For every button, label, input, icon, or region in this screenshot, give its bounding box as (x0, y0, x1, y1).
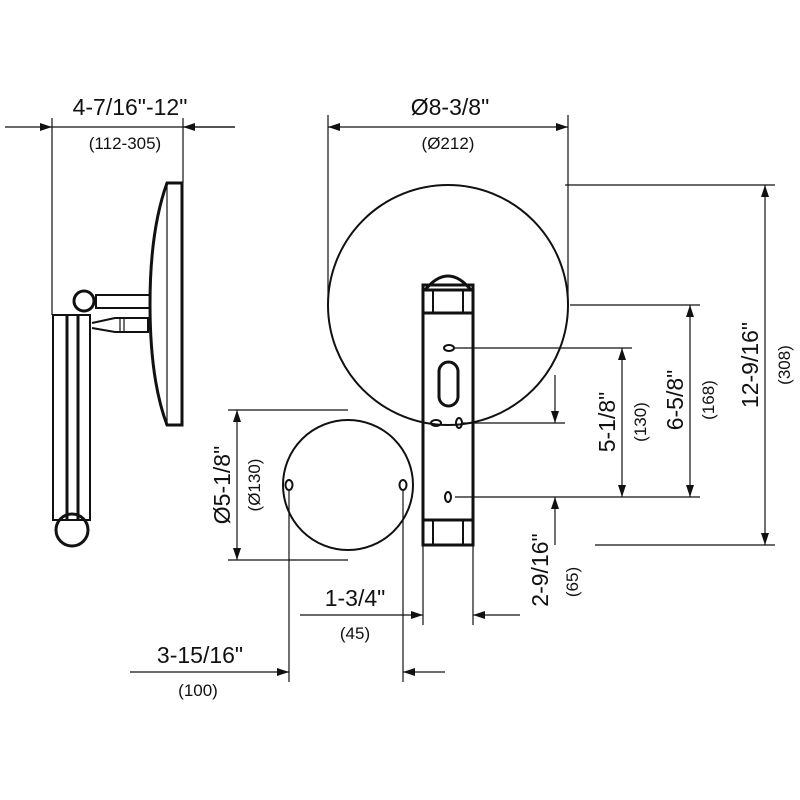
hole-spacing-metric: (130) (631, 402, 650, 442)
vertical-bar (421, 283, 475, 547)
mirror-front (327, 184, 569, 426)
dimension-labels: 4-7/16"-12" (112-305) Ø8-3/8" (Ø212) 12-… (73, 94, 794, 700)
mount-hole (430, 419, 442, 427)
swing-arm (95, 294, 151, 309)
middle-hole-metric: (65) (563, 567, 582, 597)
plate-diameter-imperial: Ø5-1/8" (209, 446, 235, 524)
bottom-joint (54, 512, 90, 548)
overall-height-metric: (308) (775, 345, 794, 385)
hole-spacing-imperial: 5-1/8" (594, 392, 620, 453)
projection-imperial: 4-7/16"-12" (73, 94, 188, 120)
slot (437, 360, 460, 408)
plate-holes-imperial: 3-15/16" (157, 642, 243, 668)
side-view (52, 181, 184, 548)
mirror-diameter-imperial: Ø8-3/8" (411, 94, 489, 120)
plate-hole (284, 479, 294, 491)
bar-width-imperial: 1-3/4" (325, 585, 386, 611)
plate-holes-metric: (100) (178, 681, 218, 700)
cable-connector (91, 317, 149, 333)
dimension-lines (5, 115, 775, 682)
wall-bar-side (52, 314, 91, 521)
center-height-metric: (168) (699, 380, 718, 420)
bar-width-metric: (45) (340, 624, 370, 643)
mount-hole-top (443, 344, 455, 352)
wall-plate (282, 419, 414, 551)
overall-height-imperial: 12-9/16" (737, 322, 763, 408)
plate-diameter-metric: (Ø130) (245, 459, 264, 512)
projection-metric: (112-305) (89, 134, 161, 153)
center-height-imperial: 6-5/8" (662, 370, 688, 431)
mount-hole-middle (455, 417, 463, 429)
mirror-diameter-metric: (Ø212) (422, 134, 475, 153)
arm-joint (72, 289, 96, 313)
mirror-side-profile (148, 181, 184, 427)
front-view (282, 184, 569, 551)
plate-hole (398, 479, 408, 491)
middle-hole-imperial: 2-9/16" (527, 533, 553, 606)
mount-hole-bottom (444, 491, 452, 503)
